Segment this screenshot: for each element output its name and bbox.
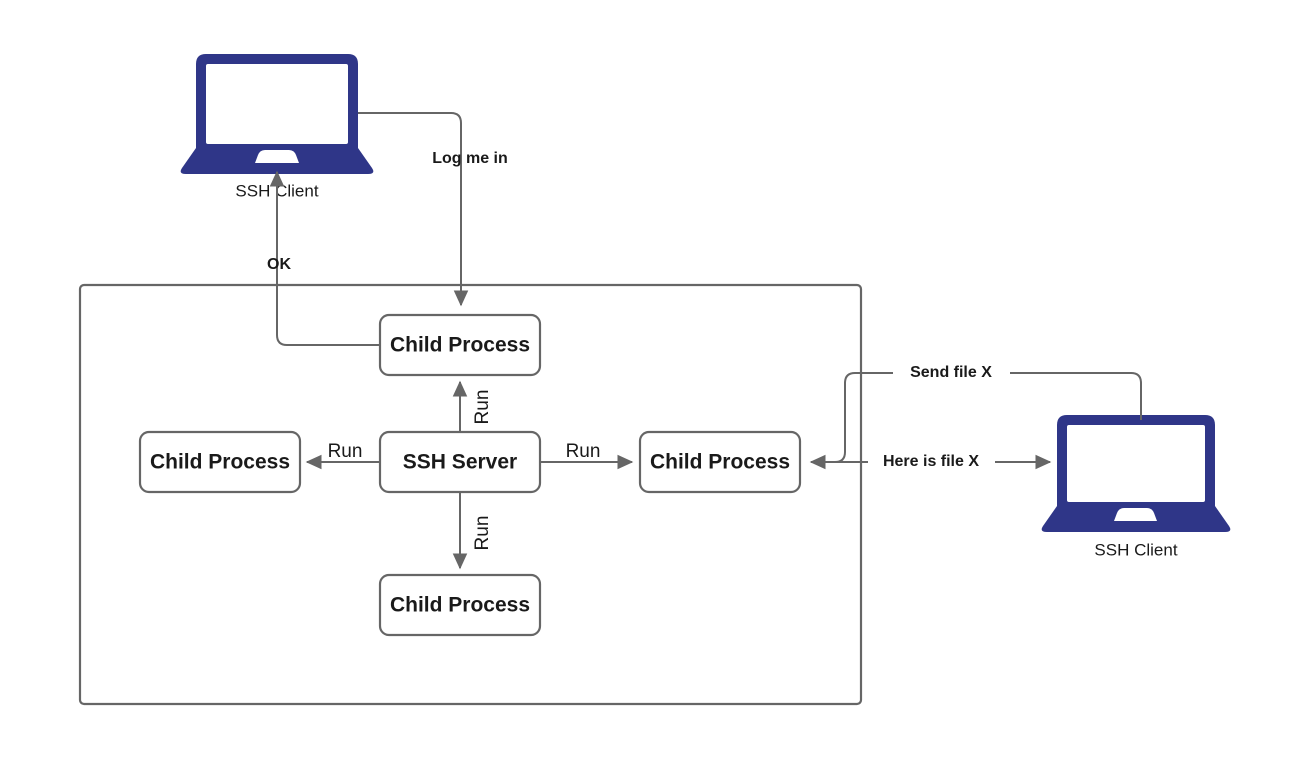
ssh-client-right-label: SSH Client (1094, 540, 1177, 559)
node-label: Child Process (390, 594, 530, 617)
edge-label-here-is-file-x-group: Here is file X (868, 452, 995, 473)
node-child-process-right[interactable]: Child Process (638, 430, 802, 494)
edge-label-run-left: Run (328, 441, 363, 462)
node-label: Child Process (390, 334, 530, 357)
laptop-icon (1041, 415, 1231, 532)
node-child-process-top[interactable]: Child Process (378, 313, 542, 377)
node-ssh-server[interactable]: SSH Server (378, 430, 542, 494)
edge-label-send-file-x: Send file X (910, 364, 992, 381)
node-child-process-left[interactable]: Child Process (138, 430, 302, 494)
node-label: Child Process (150, 451, 290, 474)
edge-log-me-in (358, 112, 469, 307)
edge-label-run-right: Run (566, 441, 601, 462)
edge-label-here-is-file-x: Here is file X (883, 453, 979, 470)
node-child-process-bottom[interactable]: Child Process (378, 573, 542, 637)
edge-label-run-down: Run (472, 516, 493, 551)
edge-send-file-x (811, 372, 1142, 463)
ssh-client-top[interactable]: SSH Client (180, 54, 374, 200)
laptop-icon (180, 54, 374, 174)
server-host-boundary (78, 283, 863, 706)
ssh-client-right[interactable]: SSH Client (1041, 415, 1231, 559)
edge-label-run-up: Run (472, 390, 493, 425)
edge-label-ok: OK (267, 256, 291, 273)
node-label: Child Process (650, 451, 790, 474)
edge-label-log-me-in: Log me in (432, 150, 508, 167)
edge-ok (269, 170, 380, 346)
edge-label-send-file-x-group: Send file X (893, 362, 1010, 383)
node-label: SSH Server (403, 451, 517, 474)
